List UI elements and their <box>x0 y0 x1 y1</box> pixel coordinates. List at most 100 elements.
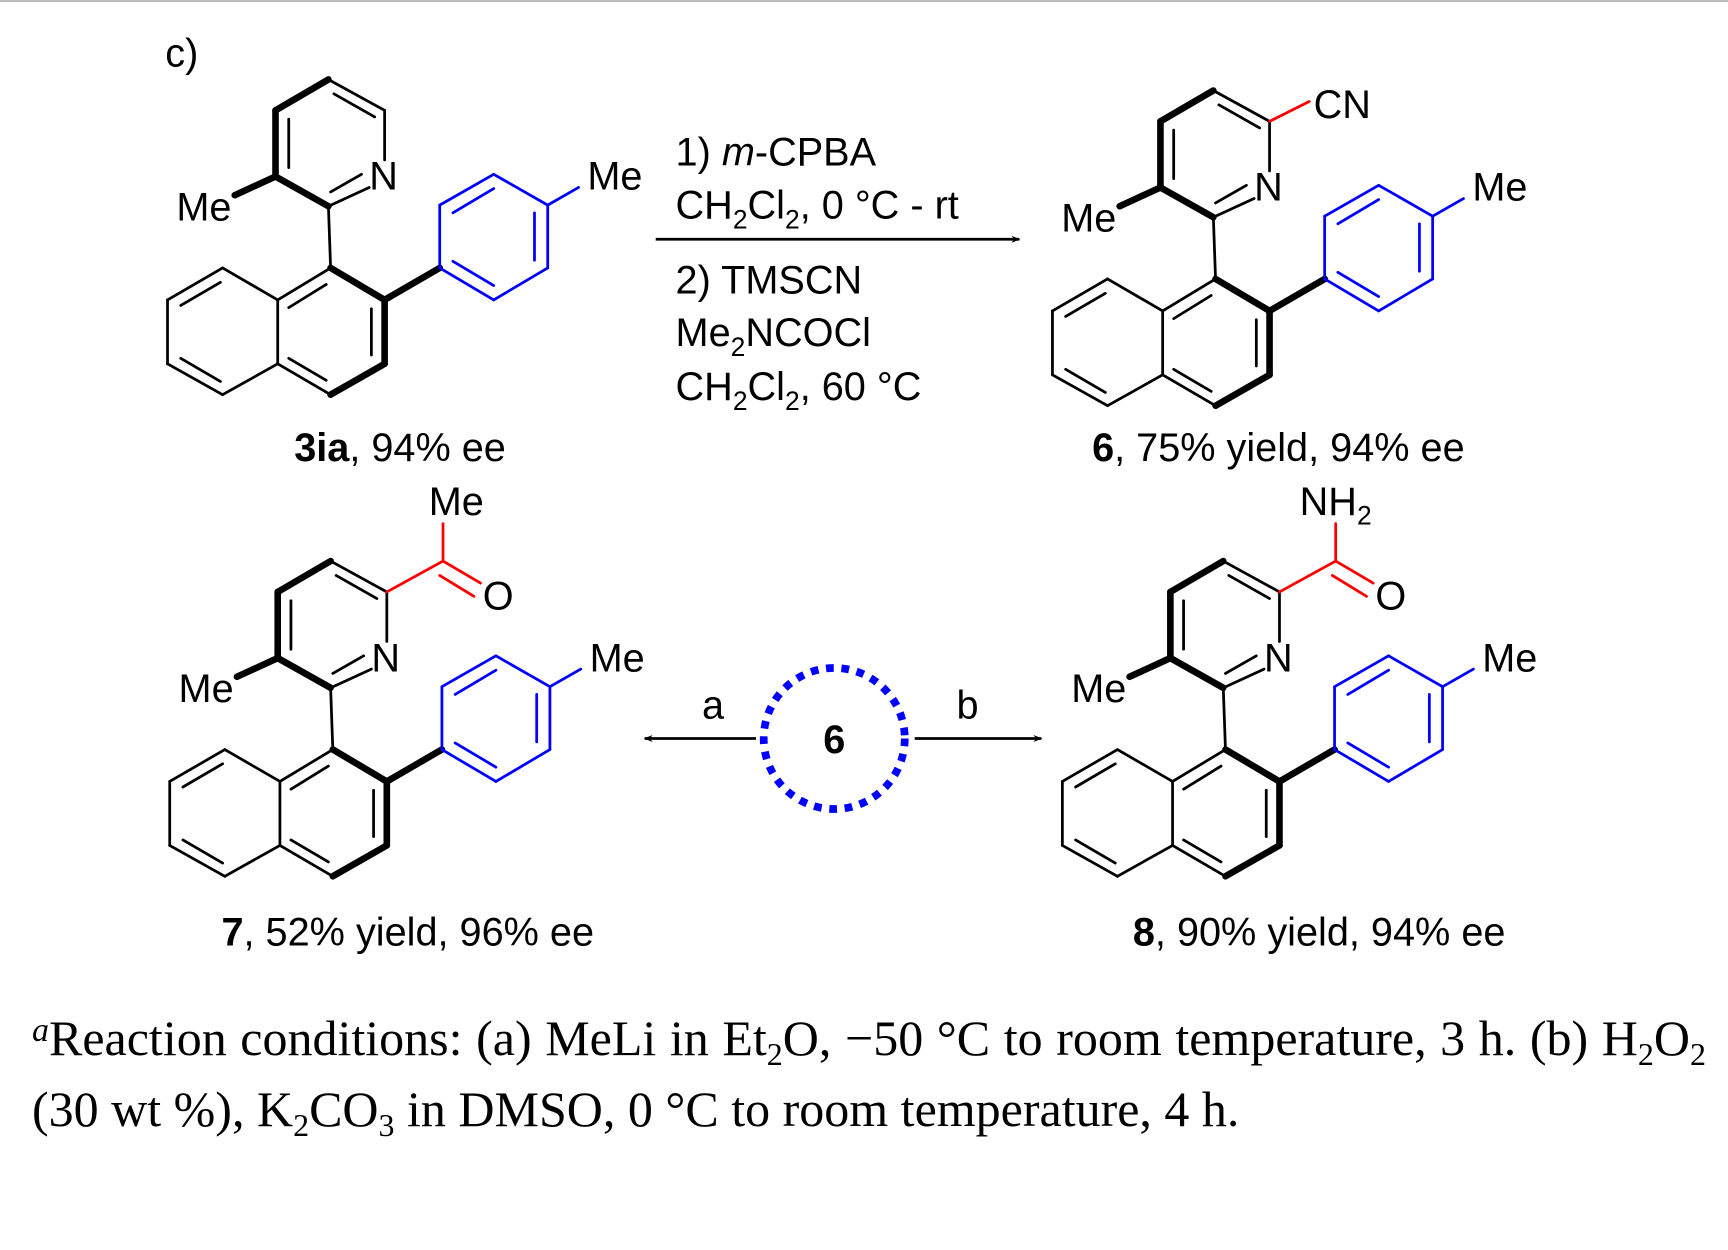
tolyl-bond <box>494 748 552 783</box>
bond <box>327 204 332 270</box>
bond <box>1157 87 1217 125</box>
compound-label-3ia: 3ia, 94% ee <box>294 426 506 470</box>
tolyl-bond <box>1336 270 1381 298</box>
tolyl-bond <box>440 654 498 689</box>
bond <box>1211 197 1256 219</box>
bond <box>278 844 335 878</box>
bond <box>272 173 332 210</box>
bond <box>1227 574 1271 600</box>
bond <box>1116 844 1174 878</box>
bond <box>231 173 279 199</box>
bond <box>274 654 334 692</box>
bond <box>287 356 328 382</box>
compound-label-8: 8, 90% yield, 94% ee <box>1133 911 1506 955</box>
bond <box>1172 367 1213 393</box>
compound-label-7: 7, 52% yield, 96% ee <box>221 911 594 955</box>
tolyl-methyl-label: Me <box>1472 166 1527 210</box>
bond <box>331 654 366 675</box>
tolyl-bond <box>438 266 496 302</box>
bond <box>329 559 389 594</box>
nitrogen-label: N <box>1254 166 1283 210</box>
bond <box>1211 215 1217 281</box>
bond <box>327 78 386 112</box>
tolyl-bond <box>438 172 496 207</box>
bond <box>274 557 334 596</box>
tolyl-methyl-label: Me <box>590 636 645 680</box>
tolyl-bond <box>548 667 583 689</box>
bond <box>1171 748 1227 783</box>
compound-desc: , 52% yield, 96% ee <box>244 911 595 955</box>
bond <box>1266 275 1328 315</box>
tolyl-bond <box>1333 748 1390 783</box>
tolyl-bond <box>1323 277 1381 313</box>
tolyl-bond <box>453 668 498 696</box>
tolyl-bond <box>1377 183 1435 218</box>
bond <box>1161 373 1217 408</box>
acetyl-methyl-label: Me <box>429 480 484 524</box>
oxygen-label: O <box>1375 575 1406 619</box>
compound-desc: , 90% yield, 94% ee <box>1155 911 1506 955</box>
bond <box>166 266 224 302</box>
bond <box>1221 559 1281 594</box>
nitrile-label: CN <box>1314 83 1371 127</box>
dashed-circle-compound-6 <box>759 664 909 813</box>
bond <box>1116 748 1174 783</box>
bond <box>223 748 282 783</box>
tolyl-bond <box>1431 197 1465 218</box>
caption-text: in DMSO, 0 °C to room temperature, 4 h. <box>394 1081 1240 1137</box>
bond <box>1276 746 1338 785</box>
bond <box>1064 367 1107 394</box>
subscript: 2 <box>766 1036 783 1072</box>
tolyl-bond <box>1323 183 1381 218</box>
bond <box>181 762 224 789</box>
bond <box>1221 667 1266 690</box>
bond <box>272 76 332 114</box>
bond <box>276 266 332 302</box>
tolyl-bond <box>451 259 496 287</box>
bond <box>1211 89 1271 123</box>
bond <box>329 842 391 880</box>
tolyl-bond <box>1346 741 1390 769</box>
amine-label: NH2 <box>1300 480 1372 531</box>
carbonyl-bond <box>385 559 445 594</box>
bond <box>327 360 388 398</box>
bond <box>289 764 330 791</box>
tolyl-bond <box>492 266 550 302</box>
bond <box>1167 557 1227 596</box>
bond <box>1224 654 1258 675</box>
bond <box>1172 294 1213 321</box>
amine-nh: NH <box>1300 480 1357 524</box>
subscript: 2 <box>1689 1036 1706 1072</box>
compound-id: 8 <box>1133 911 1155 955</box>
footnote-marker: a <box>32 1012 49 1049</box>
bond <box>1222 842 1283 880</box>
tolyl-methyl-label: Me <box>1482 636 1537 680</box>
tolyl-bond <box>1377 277 1435 313</box>
bond <box>276 362 332 397</box>
compound-label-6: 6, 75% yield, 94% ee <box>1092 426 1465 470</box>
condition-line4: Me2NCOCl <box>676 311 871 362</box>
tolyl-bond <box>1441 667 1475 689</box>
bond <box>179 280 222 307</box>
bond <box>1222 746 1283 785</box>
bond <box>168 844 227 878</box>
bond <box>223 844 282 878</box>
compound-id: 6 <box>1092 426 1114 470</box>
bond <box>332 92 377 119</box>
compound-id: 3ia <box>294 426 350 470</box>
caption-text: O <box>1653 1010 1690 1066</box>
scheme-footnote: aReaction conditions: (a) MeLi in Et2O, … <box>32 1003 1706 1145</box>
bond <box>1214 183 1248 205</box>
tolyl-bond <box>440 748 498 783</box>
bond <box>221 362 280 397</box>
tolyl-bond <box>494 654 552 689</box>
panel-label: c) <box>165 31 198 75</box>
bond <box>1167 654 1227 692</box>
bond <box>168 748 227 783</box>
bond <box>329 686 335 751</box>
